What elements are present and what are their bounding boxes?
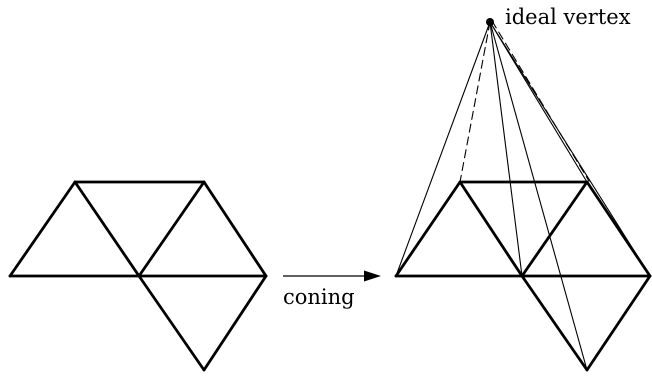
edge bbox=[458, 180, 524, 278]
edge bbox=[520, 274, 589, 372]
cone-edge-hidden bbox=[491, 20, 590, 182]
edge bbox=[585, 274, 652, 372]
edge bbox=[202, 274, 268, 372]
ideal-vertex-label: ideal vertex bbox=[505, 5, 631, 29]
cone-lines bbox=[395, 20, 651, 371]
right-triangulation bbox=[394, 180, 652, 372]
coning-label: coning bbox=[283, 285, 355, 309]
edge bbox=[394, 180, 462, 278]
edge bbox=[137, 274, 206, 372]
edge bbox=[8, 180, 77, 278]
ideal-vertex-dot bbox=[486, 18, 494, 26]
edge bbox=[202, 180, 268, 278]
cone-edge bbox=[489, 21, 523, 277]
cone-edge-hidden bbox=[459, 21, 491, 183]
edge bbox=[585, 180, 652, 278]
edge bbox=[137, 180, 206, 278]
cone-edge bbox=[489, 21, 588, 371]
edge bbox=[73, 180, 141, 278]
left-triangulation bbox=[8, 180, 268, 372]
edge bbox=[520, 180, 589, 278]
arrow-head bbox=[364, 270, 381, 282]
coning-arrow bbox=[283, 270, 381, 282]
cone-edge bbox=[395, 21, 491, 277]
